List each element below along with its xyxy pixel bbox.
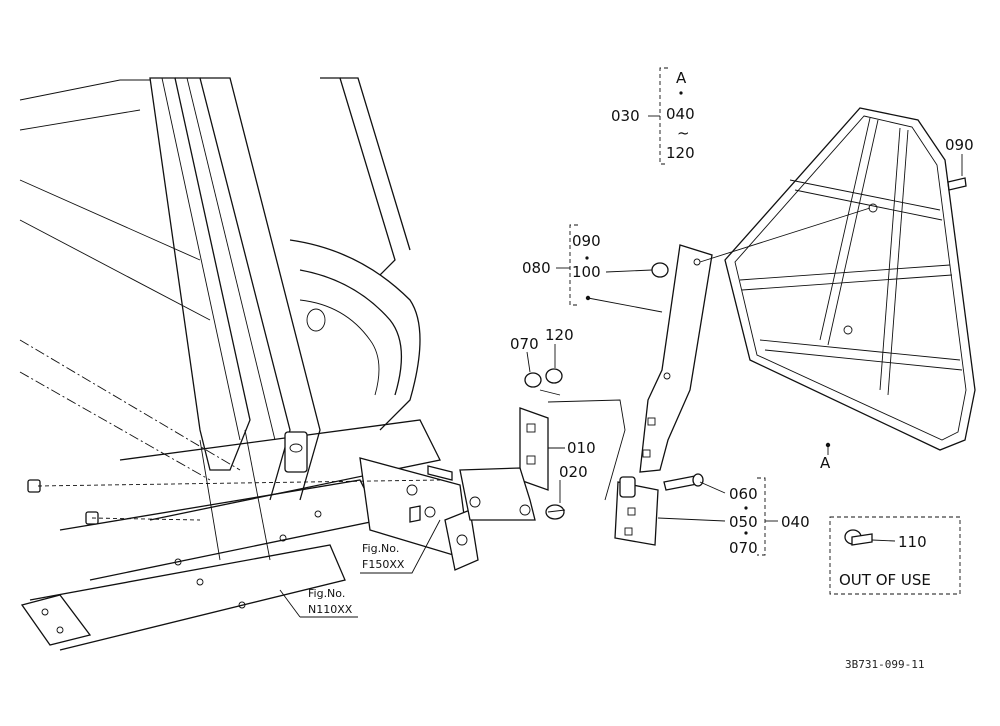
label-110: 110 xyxy=(898,533,927,551)
fig-f150-caption: Fig.No. xyxy=(362,542,399,555)
label-040-top: 040 xyxy=(666,105,695,123)
label-a-bottom: A xyxy=(820,454,831,472)
part-labels: 030 A 040 ~ 120 090 080 090 100 070 120 … xyxy=(308,69,974,671)
out-of-use-box xyxy=(829,516,961,595)
label-080: 080 xyxy=(522,259,551,277)
label-070-left: 070 xyxy=(510,335,539,353)
label-tilde: ~ xyxy=(677,124,690,142)
label-060: 060 xyxy=(729,485,758,503)
fig-n110-number: N110XX xyxy=(308,603,353,616)
label-090-right: 090 xyxy=(945,136,974,154)
arm-bracket-080 xyxy=(614,244,713,546)
label-120-mid: 120 xyxy=(545,326,574,344)
label-100: 100 xyxy=(572,263,601,281)
label-010: 010 xyxy=(567,439,596,457)
out-of-use-text: OUT OF USE xyxy=(839,571,931,589)
cab-frame xyxy=(19,77,479,651)
fig-n110-caption: Fig.No. xyxy=(308,587,345,600)
label-030: 030 xyxy=(611,107,640,125)
leaders xyxy=(279,67,963,618)
label-040: 040 xyxy=(781,513,810,531)
label-120-top: 120 xyxy=(666,144,695,162)
drawing-code: 3B731-099-11 xyxy=(845,658,924,671)
label-090-left: 090 xyxy=(572,232,601,250)
label-070-right: 070 xyxy=(729,539,758,557)
label-020: 020 xyxy=(559,463,588,481)
bracket-010 xyxy=(459,368,626,521)
mirror-A xyxy=(699,107,976,451)
label-050: 050 xyxy=(729,513,758,531)
label-a-top: A xyxy=(676,69,687,87)
fig-f150-number: F150XX xyxy=(362,558,405,571)
